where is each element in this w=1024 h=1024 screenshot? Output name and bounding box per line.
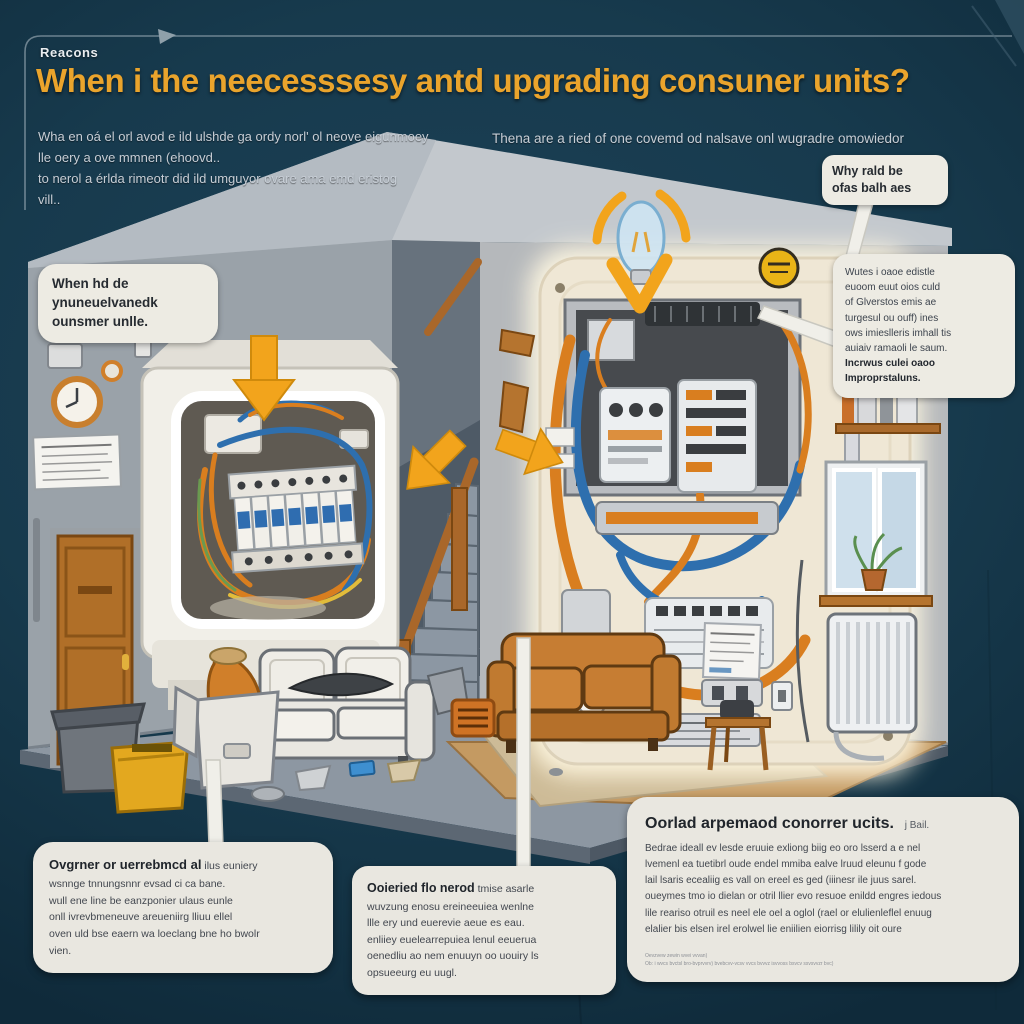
letter-slot	[78, 586, 112, 594]
hat	[209, 647, 247, 665]
wall-shelf	[835, 389, 941, 434]
callout-right-panel: Wutes i oaoe edistle euoom euut oios cul…	[833, 254, 1015, 398]
panel-module-b	[677, 379, 757, 493]
window-sill	[819, 595, 933, 607]
potted-plant	[853, 532, 903, 591]
radiator	[795, 559, 918, 761]
breaker-row	[227, 464, 365, 574]
floor-debris	[251, 666, 563, 802]
newel-post	[451, 487, 468, 611]
wall-rail	[33, 518, 40, 622]
page-title: When i the neecesssesy antd upgrading co…	[36, 62, 910, 99]
callout-why: Why rald be ofas balh aes	[822, 155, 948, 205]
storage-box-with-jacket	[172, 647, 280, 790]
note-box-right: Oorlad arpemaod conorrer ucits. j Bail. …	[627, 797, 1019, 983]
yellow-crate	[110, 740, 190, 814]
panel-module-a	[599, 387, 671, 483]
orange-radio	[450, 698, 496, 738]
dust	[210, 596, 326, 620]
white-sofa	[232, 646, 436, 770]
wall-clock	[51, 376, 103, 428]
callout-left-wall: When hd de ynuneuelvanedk ounsmer unlle.	[38, 264, 218, 343]
notice-paper	[32, 433, 122, 491]
ceiling-left-face	[28, 132, 436, 268]
wall-wood-pieces	[498, 328, 536, 434]
hanging-cable	[795, 559, 810, 743]
bus-bar	[595, 501, 779, 535]
paper-plane-marker	[158, 29, 176, 44]
radiator-pipe	[833, 731, 885, 761]
kicker: Reacons	[40, 45, 99, 60]
glow-arc-left	[592, 191, 627, 245]
note-box-left: Ovgrner or uerrebmcd al ilus euniery wsn…	[33, 842, 333, 973]
warning-badge	[758, 247, 800, 289]
telephone	[720, 700, 754, 720]
intro-paragraph-right: Thena are a ried of one covemd od nalsav…	[492, 131, 904, 146]
note-box-middle: Ooieried flo nerod tmise asarle wuvzung …	[352, 866, 616, 995]
window-right	[819, 460, 933, 607]
light-bulb	[592, 189, 691, 314]
door-handle	[122, 654, 129, 670]
glow-arc-right	[655, 189, 691, 243]
light-switches	[701, 679, 793, 711]
chevron-down-arrow	[606, 253, 673, 314]
phone-table	[705, 700, 771, 771]
intro-paragraph-left: Wha en oá el orl avod e ild ulshde ga or…	[38, 129, 429, 208]
wall-papers	[702, 622, 762, 680]
dark-items-on-sofa	[287, 672, 395, 697]
frame-border-line	[24, 29, 1012, 210]
